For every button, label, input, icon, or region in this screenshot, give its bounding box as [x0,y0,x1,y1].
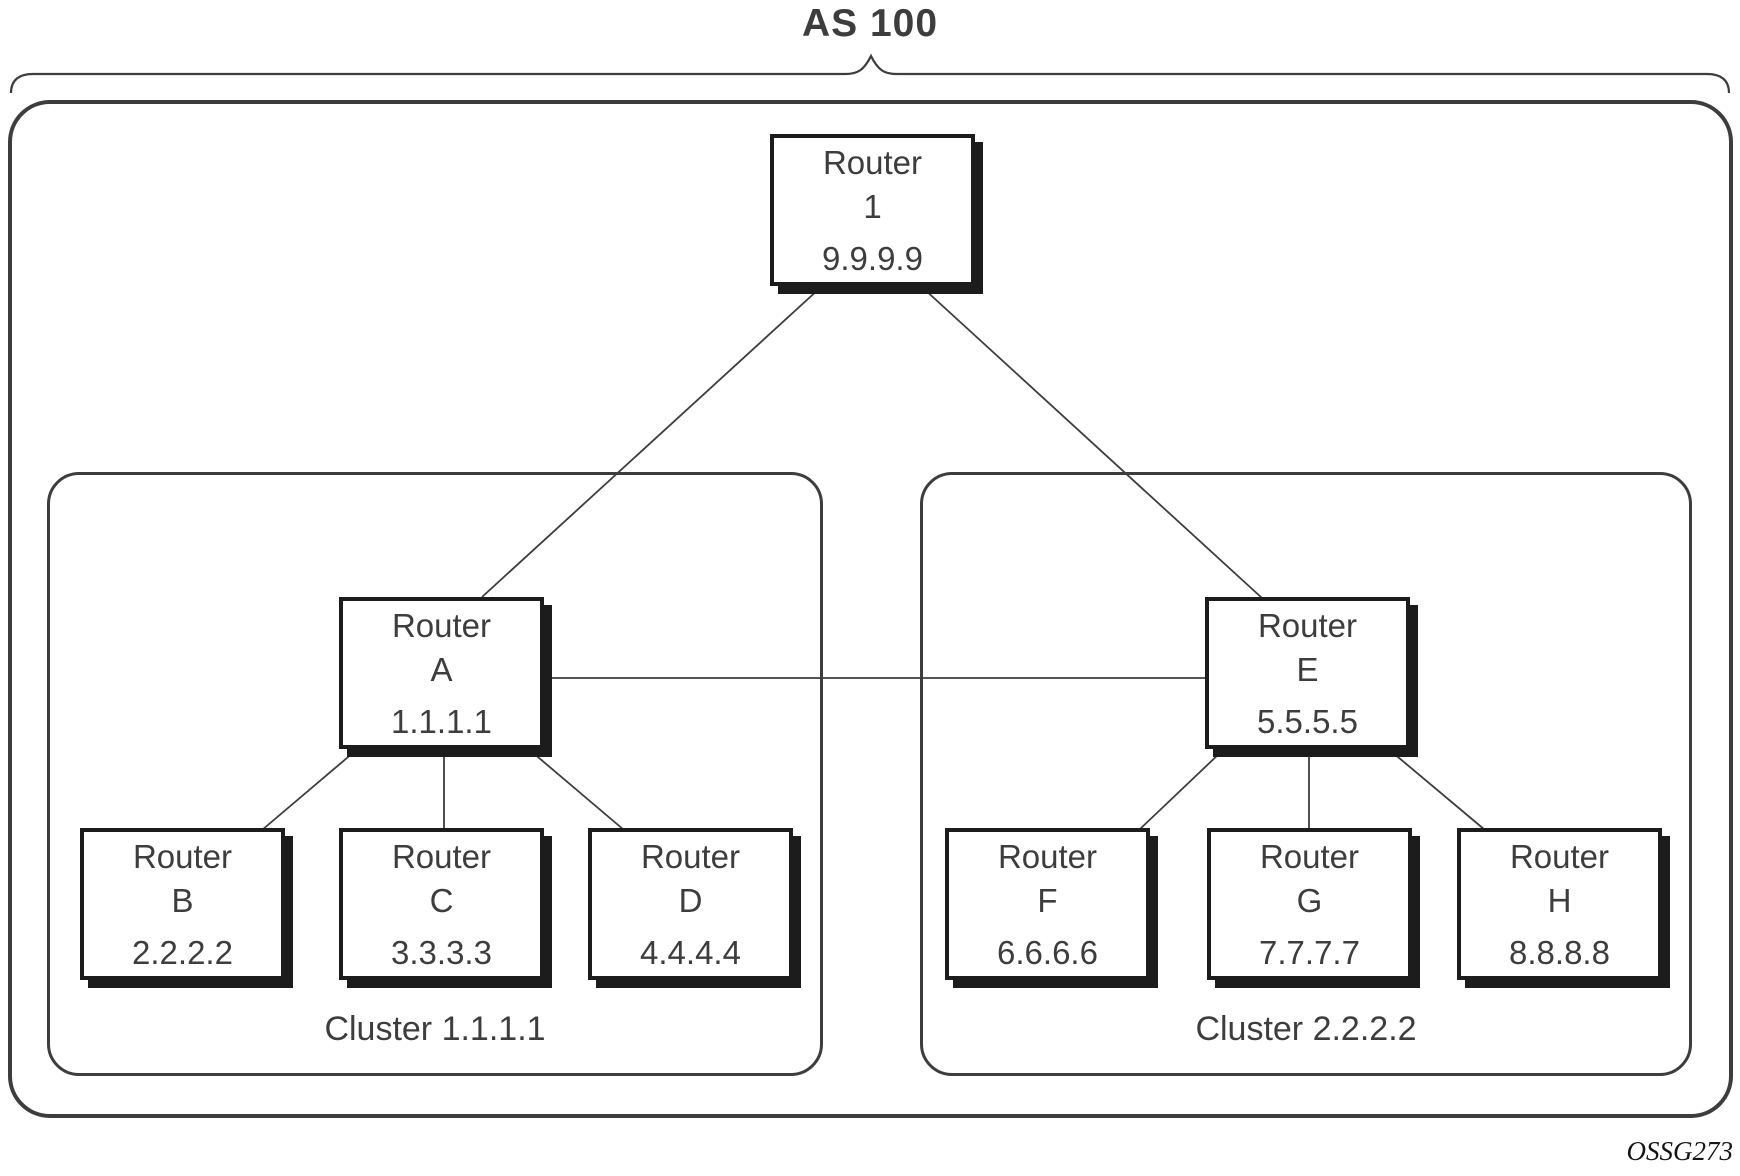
as-boundary-box [8,100,1733,1118]
router-label: Router [1509,838,1610,875]
router-label: Router [640,838,741,875]
router-ip: 9.9.9.9 [822,240,923,277]
router-id: D [678,882,703,919]
figure-id-watermark: OSSG273 [1626,1136,1734,1166]
router-id: C [429,882,454,919]
link-router1-routerE [922,287,1263,599]
link-routerE-routerF [1138,751,1222,831]
link-routerE-routerH [1391,751,1486,831]
as-title: AS 100 [801,2,939,45]
router-ip: 1.1.1.1 [391,703,492,740]
router-label: Router [822,144,923,181]
router-ip: 8.8.8.8 [1509,934,1610,971]
router-D-box: Router D 4.4.4.4 [588,828,793,980]
router-id: 1 [863,188,882,225]
router-ip: 2.2.2.2 [132,934,233,971]
router-1-box: Router 1 9.9.9.9 [770,134,975,286]
router-label: Router [132,838,233,875]
router-F-box: Router F 6.6.6.6 [945,828,1150,980]
router-ip: 5.5.5.5 [1257,703,1358,740]
router-id: G [1296,882,1323,919]
link-router1-routerA [481,287,821,598]
router-id: A [430,651,453,688]
router-ip: 3.3.3.3 [391,934,492,971]
as-brace [9,53,1731,94]
router-label: Router [391,838,492,875]
router-id: E [1296,651,1319,688]
cluster-2-label: Cluster 2.2.2.2 [1195,1010,1417,1048]
link-routerA-routerB [261,751,355,831]
router-label: Router [1257,607,1358,644]
router-C-box: Router C 3.3.3.3 [339,828,544,980]
router-label: Router [997,838,1098,875]
cluster-1-box: Cluster 1.1.1.1 [47,472,823,1076]
router-B-box: Router B 2.2.2.2 [80,828,285,980]
router-ip: 7.7.7.7 [1259,934,1360,971]
router-id: B [171,882,194,919]
router-id: H [1547,882,1572,919]
router-H-box: Router H 8.8.8.8 [1457,828,1662,980]
router-E-box: Router E 5.5.5.5 [1205,597,1410,749]
router-ip: 4.4.4.4 [640,934,741,971]
cluster-2-box: Cluster 2.2.2.2 [920,472,1692,1076]
router-A-box: Router A 1.1.1.1 [339,597,544,749]
router-label: Router [391,607,492,644]
router-ip: 6.6.6.6 [997,934,1098,971]
router-id: F [1037,882,1058,919]
router-G-box: Router G 7.7.7.7 [1207,828,1412,980]
cluster-1-label: Cluster 1.1.1.1 [324,1010,546,1048]
link-routerA-routerD [531,751,625,831]
router-label: Router [1259,838,1360,875]
